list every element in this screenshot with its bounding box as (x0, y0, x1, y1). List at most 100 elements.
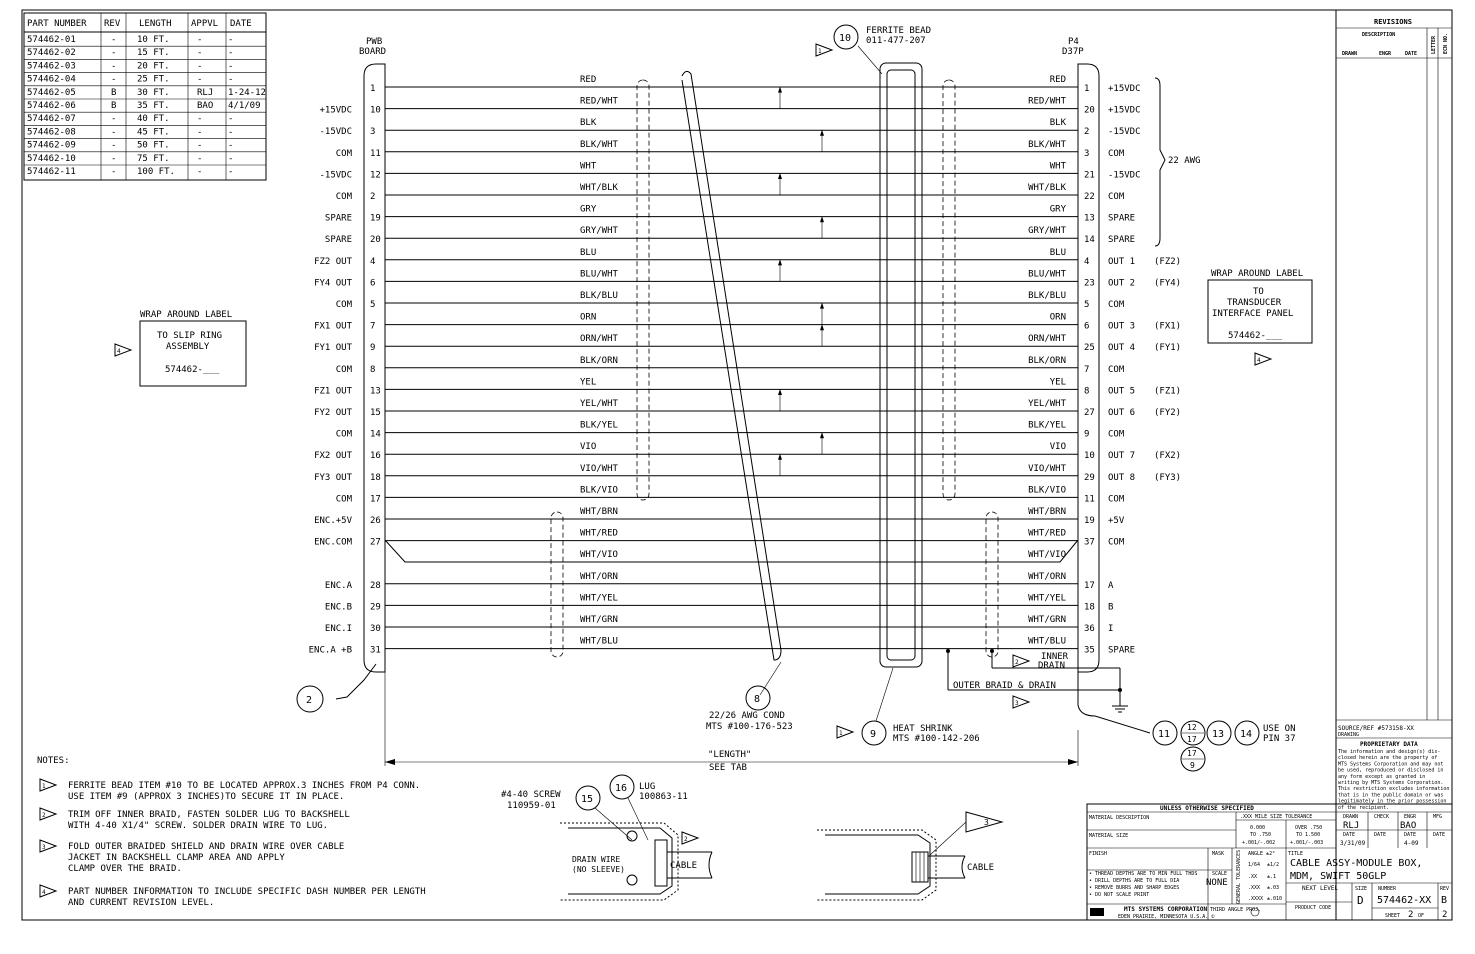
wire-color-left: BLK/ORN (580, 356, 618, 366)
left-pin-number: 2 (370, 192, 375, 202)
left-signal: FY1 OUT (314, 343, 353, 353)
svg-text:±.03: ±.03 (1267, 885, 1279, 891)
left-signal: FZ2 OUT (314, 257, 353, 267)
use-on-pin-37: 11 12 17 13 14 USE ON PIN 37 17 9 (1152, 720, 1296, 772)
svg-text:NUMBER: NUMBER (1378, 886, 1397, 892)
wire-color-right: YEL/WHT (1028, 399, 1067, 409)
svg-text:SIZE: SIZE (1355, 886, 1367, 892)
note-3-line1: FOLD OUTER BRAIDED SHIELD AND DRAIN WIRE… (68, 842, 344, 852)
balloon-10 (833, 24, 859, 50)
left-signal: FZ1 OUT (314, 386, 353, 396)
svg-text:TITLE: TITLE (1288, 851, 1303, 857)
cable-label-b: CABLE (967, 863, 994, 873)
proprietary-text-line: of the recipient. (1338, 805, 1389, 811)
part-table-cell: - (197, 35, 202, 45)
left-signal: ENC.+5V (314, 516, 353, 526)
wire-color-left: VIO/WHT (580, 464, 619, 474)
left-wrap-line2: ASSEMBLY (166, 342, 210, 352)
right-signal: OUT 3 (1108, 322, 1135, 332)
proprietary-text-line: MTS Systems Corporation and may not (1338, 761, 1443, 767)
wire-color-right: BLK/VIO (1028, 485, 1066, 495)
right-connector-title2: D37P (1062, 47, 1084, 57)
svg-text:4: 4 (42, 889, 46, 896)
svg-text:1: 1 (42, 783, 46, 790)
part-table-cell: 574462-09 (27, 141, 76, 151)
outer-braid-label: OUTER BRAID & DRAIN (953, 681, 1056, 691)
right-signal: OUT 6 (1108, 408, 1135, 418)
right-signal-alias: (FX2) (1154, 451, 1181, 461)
note-4-line1: PART NUMBER INFORMATION TO INCLUDE SPECI… (68, 887, 426, 897)
part-table-cell: 574462-02 (27, 48, 76, 58)
notes: NOTES: 1 FERRITE BEAD ITEM #10 TO BE LOC… (37, 756, 426, 908)
drain-and-braid: 2 INNER DRAIN OUTER BRAID & DRAIN 3 (946, 649, 1128, 713)
right-signal: SPARE (1108, 214, 1135, 224)
wire-color-right: WHT/RED (1028, 529, 1066, 539)
left-pin-number: 31 (370, 646, 381, 656)
svg-text:SHEET: SHEET (1385, 913, 1400, 919)
right-signal-alias: (FY4) (1154, 278, 1181, 288)
wire-color-left: WHT/ORN (580, 572, 618, 582)
right-signal: COM (1108, 192, 1125, 202)
heat-shrink-line1: HEAT SHRINK (893, 724, 953, 734)
balloon-2-label: 2 (306, 695, 312, 706)
right-pin-number: 23 (1084, 278, 1095, 288)
right-pin-number: 9 (1084, 430, 1089, 440)
left-signal: ENC.I (325, 624, 352, 634)
part-table-cell: 574462-03 (27, 61, 76, 71)
right-pin-number: 36 (1084, 624, 1095, 634)
svg-text:2: 2 (42, 812, 46, 819)
inner-drain-line2: DRAIN (1038, 661, 1065, 671)
svg-text:3: 3 (42, 844, 46, 851)
svg-text:RLJ: RLJ (1343, 821, 1359, 831)
right-signal: A (1108, 581, 1114, 591)
note-flag-2-num: 2 (1015, 659, 1019, 666)
length-label: "LENGTH" (708, 750, 751, 760)
svg-text:ENGR: ENGR (1379, 51, 1392, 57)
part-table-cell: - (228, 167, 233, 177)
drain-no-sleeve: (NO SLEEVE) (572, 865, 625, 874)
svg-text:MATERIAL DESCRIPTION: MATERIAL DESCRIPTION (1089, 815, 1149, 821)
svg-text:B: B (1441, 895, 1447, 906)
note-flag-1 (815, 43, 834, 57)
balloon-9-label: 9 (870, 729, 876, 740)
heat-shrink-item-9: 9 HEAT SHRINK MTS #100-142-206 1 (836, 667, 980, 746)
left-pin-number: 16 (370, 451, 381, 461)
wire-color-right: BLK/ORN (1028, 356, 1066, 366)
part-table-cell: - (197, 61, 202, 71)
wire-color-left: BLU/WHT (580, 269, 619, 279)
part-table-cell: - (228, 141, 233, 151)
wire-color-right: GRY (1050, 205, 1067, 215)
svg-text:D: D (1357, 894, 1364, 907)
cond-line1: 22/26 AWG COND (709, 711, 785, 721)
proprietary-text-line: legitimately in the prior possession (1338, 799, 1446, 805)
wire-color-right: GRY/WHT (1028, 226, 1067, 236)
wire-color-right: WHT/GRN (1028, 615, 1066, 625)
left-signal: FY2 OUT (314, 408, 353, 418)
note-4-line2: AND CURRENT REVISION LEVEL. (68, 898, 214, 908)
left-pin-number: 27 (370, 538, 381, 548)
left-pin-number: 1 (370, 84, 375, 94)
svg-text:REV: REV (1440, 886, 1449, 892)
svg-text:17: 17 (1187, 749, 1197, 758)
part-table-cell: RLJ (197, 88, 213, 98)
svg-text:2: 2 (684, 836, 688, 843)
svg-text:4: 4 (1257, 357, 1261, 364)
left-pin-number: 11 (370, 149, 381, 159)
part-table-cell: 574462-08 (27, 127, 76, 137)
part-table-cell: B (111, 88, 116, 98)
part-table-cell: - (197, 141, 202, 151)
right-pin-number: 18 (1084, 602, 1095, 612)
svg-text:OVER .750: OVER .750 (1295, 825, 1322, 831)
balloon-2 (296, 685, 324, 713)
right-pin-number: 37 (1084, 538, 1095, 548)
left-pin-number: 6 (370, 278, 375, 288)
